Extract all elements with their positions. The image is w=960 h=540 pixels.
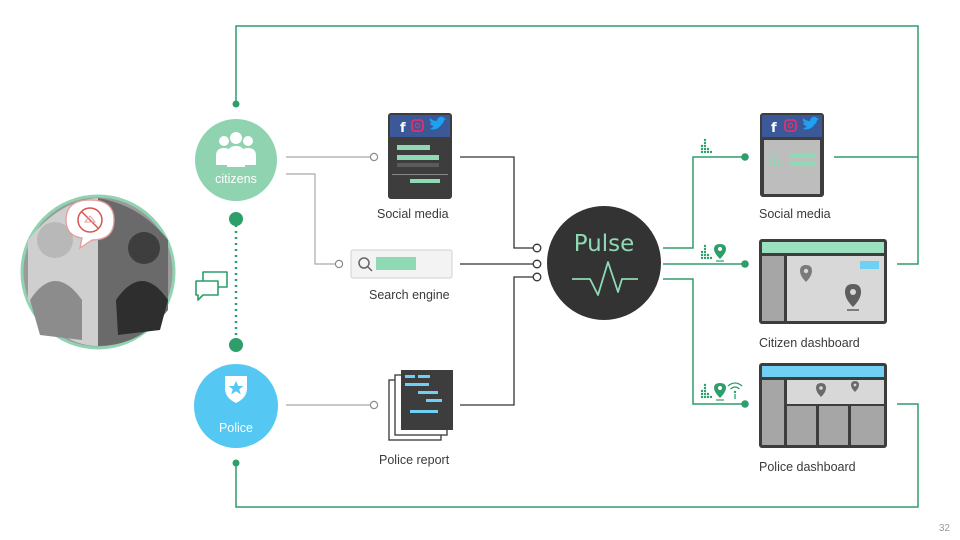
police-label: Police bbox=[219, 421, 253, 435]
search-engine-input-mockup bbox=[350, 249, 453, 279]
output-social-media-label: Social media bbox=[759, 207, 831, 221]
bar-dots-icon bbox=[768, 151, 784, 167]
citizens-connector-dot bbox=[229, 212, 243, 226]
map-pin-icon bbox=[851, 381, 859, 392]
instagram-icon bbox=[411, 119, 424, 132]
police-dashboard-dot bbox=[741, 400, 749, 408]
map-pin-icon bbox=[714, 244, 726, 259]
citizens-label: citizens bbox=[215, 172, 257, 186]
input-social-media-label: Social media bbox=[377, 207, 449, 221]
bar-dots-icon bbox=[700, 138, 713, 154]
input-police-report-label: Police report bbox=[379, 453, 450, 467]
input-search-engine-label: Search engine bbox=[369, 288, 450, 302]
output-police-dashboard-label: Police dashboard bbox=[759, 460, 856, 474]
wifi-icon bbox=[727, 382, 743, 399]
twitter-icon bbox=[802, 116, 819, 130]
bottom-loop-line bbox=[235, 403, 919, 508]
social-media-output-mockup: f bbox=[760, 113, 824, 197]
facebook-icon: f bbox=[400, 121, 406, 136]
output-connectors bbox=[663, 156, 744, 405]
speech-bubble-icon bbox=[65, 199, 115, 250]
pulse-connectors bbox=[460, 156, 533, 406]
map-pin-icon bbox=[816, 383, 826, 397]
citizen-dashboard-mockup bbox=[759, 239, 887, 324]
pulse-port-social bbox=[532, 243, 542, 253]
police-node bbox=[194, 364, 278, 448]
people-photo bbox=[20, 194, 176, 350]
social-output-dot bbox=[741, 153, 749, 161]
people-icon bbox=[216, 132, 256, 167]
pulse-node bbox=[547, 206, 661, 320]
bottom-loop-dot bbox=[232, 459, 240, 467]
pulse-label: Pulse bbox=[574, 231, 635, 257]
report-to-pulse-line bbox=[460, 276, 533, 406]
map-pin-icon bbox=[714, 383, 726, 398]
report-input-port bbox=[369, 400, 379, 410]
social-to-pulse-line bbox=[460, 156, 533, 249]
citizens-to-search-line bbox=[286, 173, 336, 265]
top-loop-line bbox=[235, 25, 919, 265]
map-pin-icon bbox=[845, 284, 861, 307]
page-number: 32 bbox=[938, 523, 950, 534]
search-input-port bbox=[334, 259, 344, 269]
pulse-to-police-dashboard-line bbox=[663, 278, 744, 405]
chat-bubbles-icon bbox=[195, 271, 228, 301]
instagram-icon bbox=[784, 119, 797, 132]
output-citizen-dashboard-label: Citizen dashboard bbox=[759, 336, 860, 350]
search-icon bbox=[358, 257, 373, 272]
input-connectors bbox=[286, 156, 370, 406]
citizen-dashboard-dot bbox=[741, 260, 749, 268]
pulse-port-report bbox=[532, 272, 542, 282]
citizens-node bbox=[195, 119, 277, 201]
map-pin-icon bbox=[800, 265, 812, 282]
pulse-to-social-output-line bbox=[663, 156, 744, 249]
police-connector-dot bbox=[229, 338, 243, 352]
pulse-port-search bbox=[532, 259, 542, 269]
police-report-input-mockup bbox=[388, 370, 453, 441]
feedback-loop-lines bbox=[235, 25, 919, 508]
bar-dots-icon bbox=[700, 244, 713, 260]
police-dashboard-mockup bbox=[759, 363, 887, 448]
top-loop-dot bbox=[232, 100, 240, 108]
facebook-icon: f bbox=[771, 121, 777, 136]
social-input-port bbox=[369, 152, 379, 162]
heartbeat-icon bbox=[572, 261, 638, 296]
social-media-input-mockup: f bbox=[388, 113, 452, 199]
bar-dots-icon bbox=[700, 383, 713, 399]
twitter-icon bbox=[429, 116, 446, 130]
